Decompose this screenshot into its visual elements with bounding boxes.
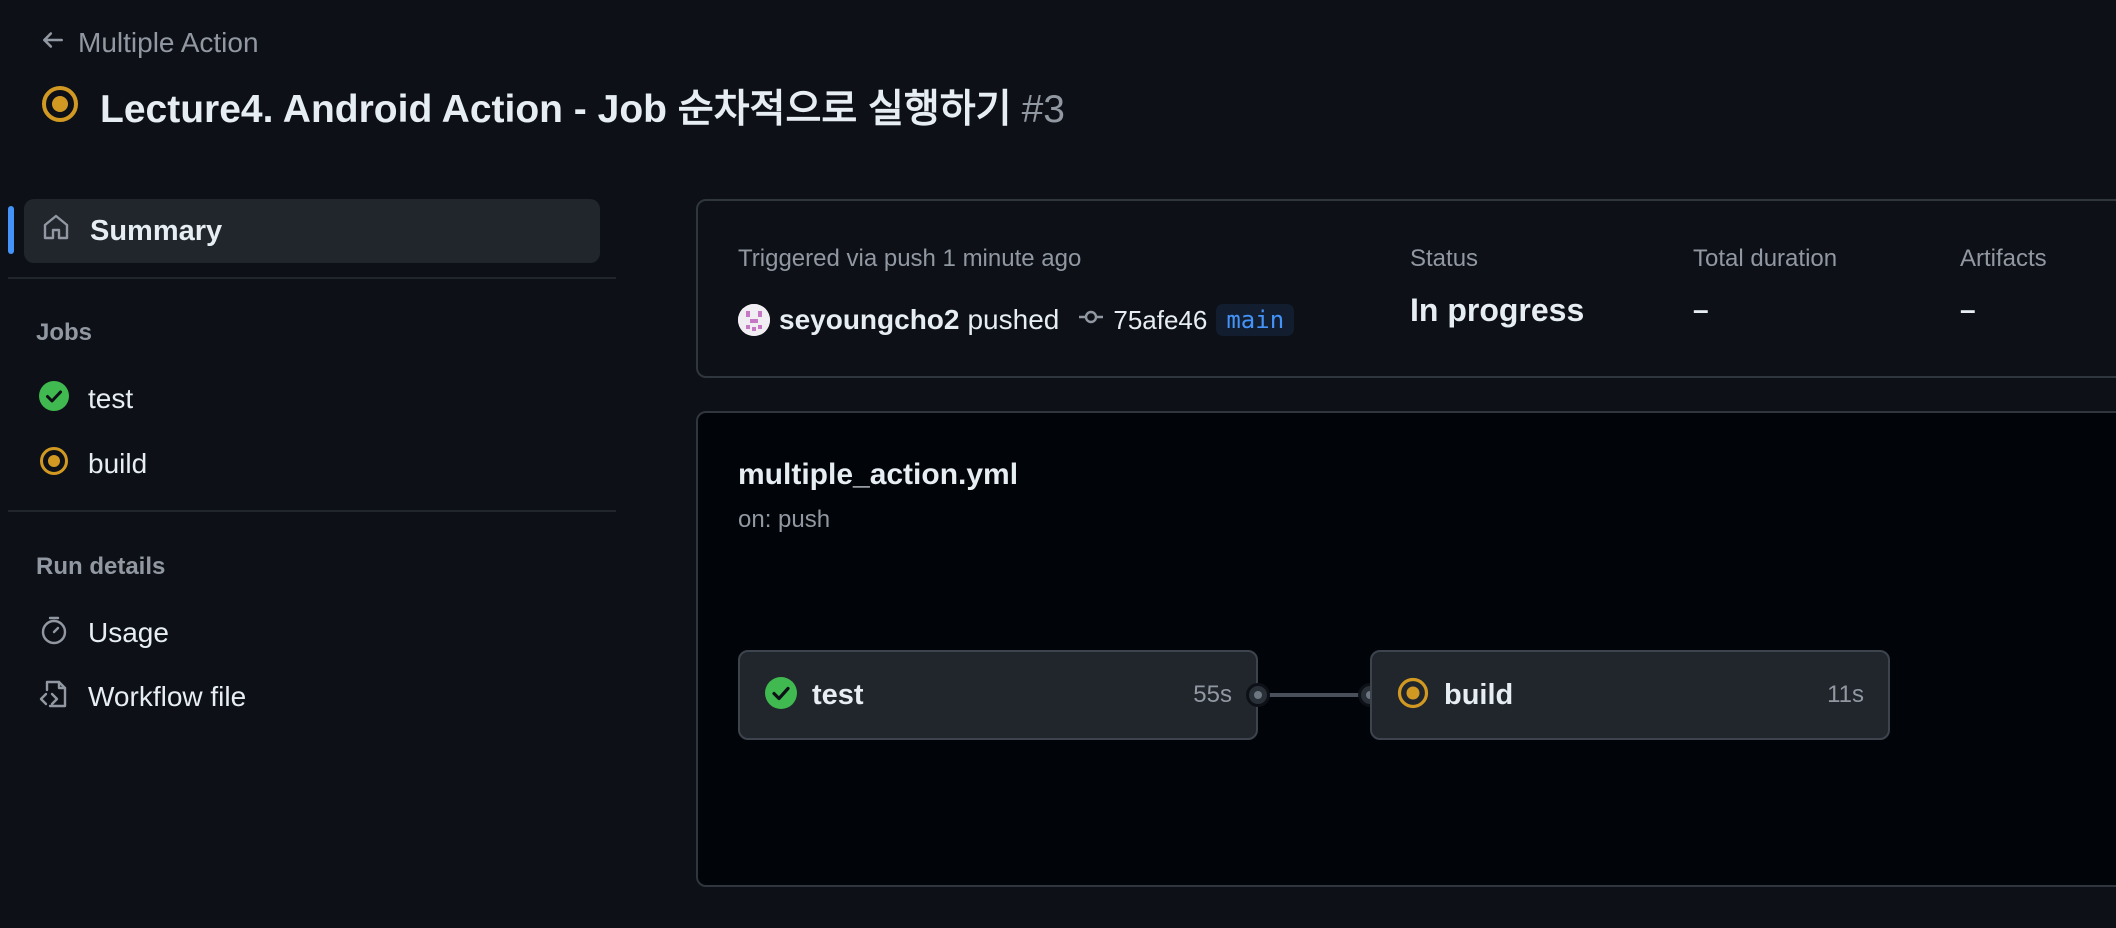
trigger-text: Triggered via push 1 minute ago (738, 245, 1082, 272)
arrow-left-icon (40, 27, 66, 60)
commit-link[interactable]: 75afe46 (1077, 303, 1207, 338)
run-details-heading: Run details (36, 553, 166, 580)
job-output-port (1246, 683, 1270, 707)
job-node-name: build (1444, 678, 1514, 711)
page-title-row: Lecture4. Android Action - Job 순차적으로 실행하… (40, 78, 1065, 134)
back-link-label: Multiple Action (78, 27, 259, 58)
branch-label[interactable]: main (1216, 304, 1295, 336)
status-label: Status (1410, 245, 1479, 272)
workflow-trigger: on: push (738, 506, 831, 533)
jobs-heading: Jobs (36, 319, 93, 346)
run-summary-card (696, 199, 2116, 378)
total-duration-label: Total duration (1693, 245, 1838, 272)
file-code-icon (38, 678, 70, 717)
sidebar-item-job-build[interactable]: build (24, 437, 600, 491)
in-progress-icon (1396, 676, 1430, 715)
sidebar-divider (8, 277, 616, 279)
artifacts-label: Artifacts (1960, 245, 2047, 272)
run-number: #3 (1021, 88, 1065, 131)
trigger-details: seyoungcho2 pushed 75afe46 main (738, 302, 1295, 338)
sidebar-item-usage[interactable]: Usage (24, 606, 600, 660)
check-circle-icon (764, 676, 798, 715)
stopwatch-icon (38, 614, 70, 653)
job-node-build[interactable]: build 11s (1370, 650, 1890, 740)
page-title: Lecture4. Android Action - Job 순차적으로 실행하… (100, 78, 1065, 134)
push-action-text: pushed (967, 304, 1060, 335)
active-nav-indicator (8, 206, 14, 254)
workflow-file-name: multiple_action.yml (738, 458, 1019, 491)
sidebar-item-label: test (88, 383, 134, 414)
commit-sha: 75afe46 (1113, 304, 1208, 335)
check-circle-icon (38, 380, 70, 419)
sidebar-item-workflow-file[interactable]: Workflow file (24, 670, 600, 724)
sidebar-item-job-test[interactable]: test (24, 372, 600, 426)
status-value: In progress (1410, 292, 1585, 328)
sidebar-item-label: Summary (90, 214, 223, 247)
job-dependency-edge (1258, 693, 1370, 697)
actor-link[interactable]: seyoungcho2 (779, 304, 960, 335)
sidebar-item-label: Workflow file (88, 681, 247, 712)
back-link[interactable]: Multiple Action (40, 26, 259, 60)
avatar[interactable] (738, 304, 770, 336)
job-node-name: test (812, 678, 864, 711)
run-title: Lecture4. Android Action - Job 순차적으로 실행하… (100, 88, 1012, 131)
artifacts-value: – (1960, 294, 1976, 325)
job-node-test[interactable]: test 55s (738, 650, 1258, 740)
home-icon (40, 211, 72, 251)
in-progress-status-icon (40, 84, 80, 129)
job-node-duration: 55s (1193, 681, 1232, 708)
in-progress-icon (38, 445, 70, 484)
sidebar-item-summary[interactable]: Summary (24, 199, 600, 263)
sidebar-item-label: Usage (88, 617, 169, 648)
sidebar-item-label: build (88, 448, 148, 479)
job-node-duration: 11s (1827, 681, 1864, 708)
sidebar-divider (8, 510, 616, 512)
workflow-graph-card (696, 411, 2116, 887)
git-commit-icon (1077, 303, 1105, 338)
total-duration-value: – (1693, 294, 1709, 325)
